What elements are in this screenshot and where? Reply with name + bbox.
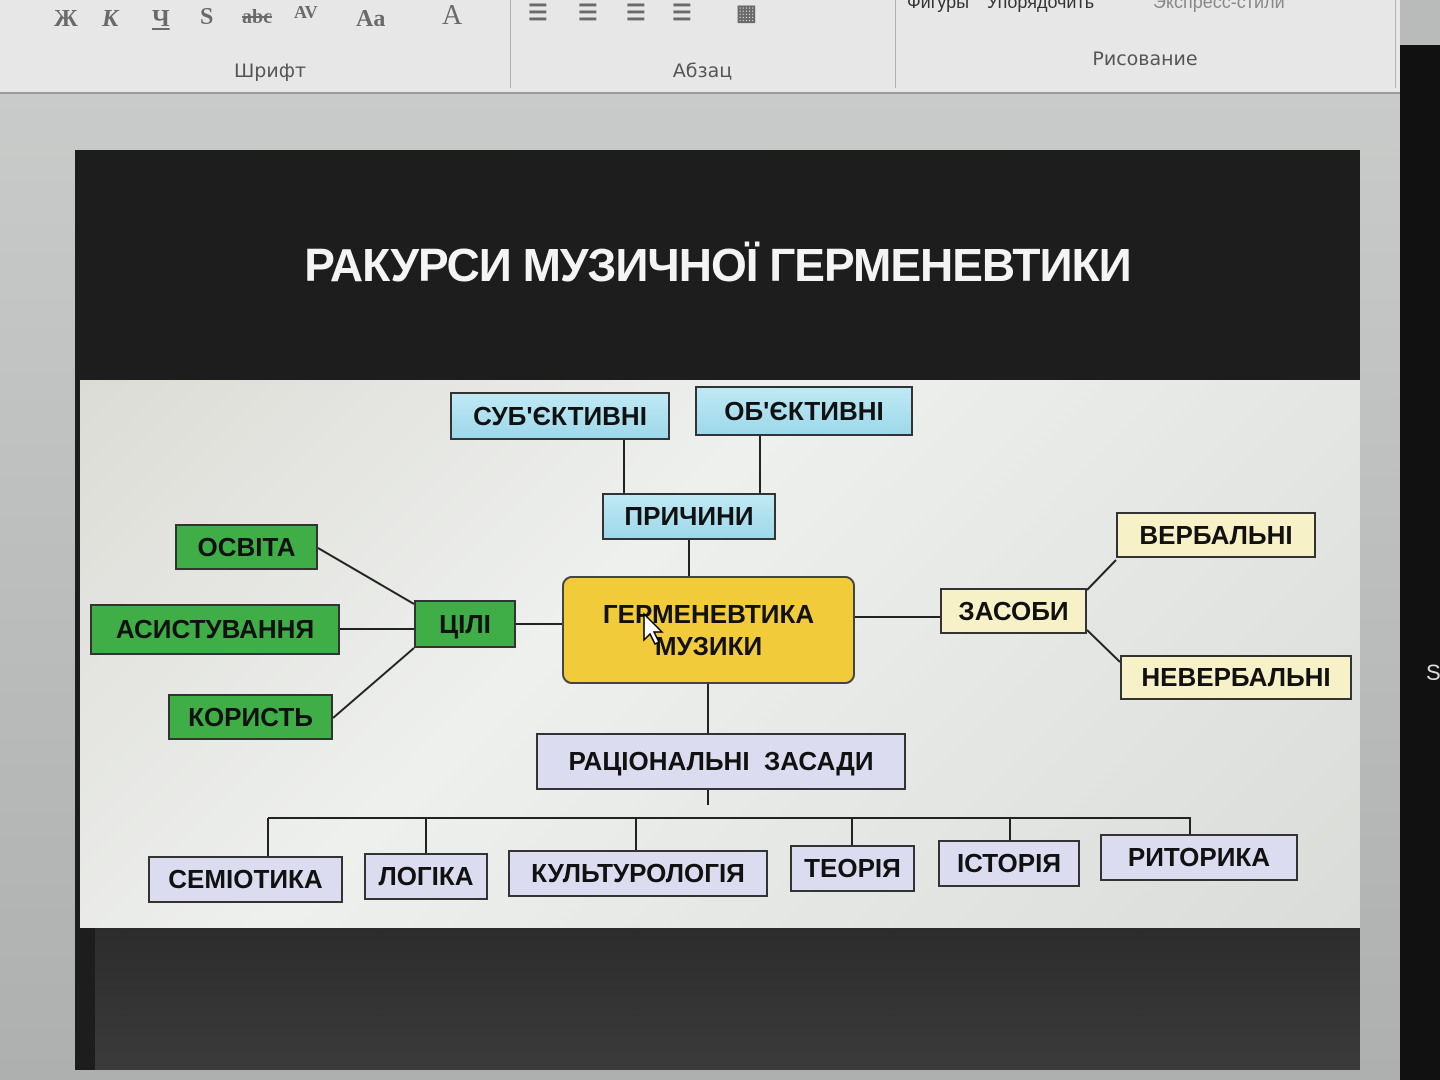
nonverbal-box[interactable]: НЕВЕРБАЛЬНІ — [1120, 655, 1352, 700]
arrange-button[interactable]: Упорядочить — [987, 0, 1095, 12]
font-group: Ж К Ч S abc AV Aa A Шрифт — [30, 0, 511, 88]
side-panel: S — [1400, 45, 1440, 1080]
goals-box[interactable]: ЦІЛІ — [414, 600, 516, 648]
slide-title: РАКУРСИ МУЗИЧНОЇ ГЕРМЕНЕВТИКИ — [304, 239, 1131, 291]
paragraph-group-label: Абзац — [672, 60, 733, 82]
align-center-icon[interactable]: ☰ — [578, 0, 598, 25]
rational-box[interactable]: РАЦІОНАЛЬНІ ЗАСАДИ — [536, 733, 906, 790]
drawing-group: Фигуры Упорядочить Экспресс-стили Рисова… — [895, 0, 1396, 88]
mouse-cursor-icon — [643, 612, 664, 646]
logic-box[interactable]: ЛОГІКА — [364, 853, 488, 900]
theory-box[interactable]: ТЕОРІЯ — [790, 845, 915, 892]
shadow-button[interactable]: S — [200, 4, 214, 30]
means-box[interactable]: ЗАСОБИ — [940, 588, 1087, 634]
culturology-box[interactable]: КУЛЬТУРОЛОГІЯ — [508, 850, 768, 897]
bold-button[interactable]: Ж — [54, 6, 78, 32]
verbal-box[interactable]: ВЕРБАЛЬНІ — [1116, 512, 1316, 558]
change-case-button[interactable]: Aa — [356, 6, 386, 32]
font-color-button[interactable]: A — [442, 0, 463, 31]
align-right-icon[interactable]: ☰ — [626, 0, 646, 25]
subjective-box[interactable]: СУБ'ЄКТИВНІ — [450, 392, 670, 440]
justify-icon[interactable]: ☰ — [672, 0, 692, 25]
slide-footer-band — [95, 928, 1360, 1070]
rational-connectors — [267, 684, 1191, 856]
ribbon: Ж К Ч S abc AV Aa A Шрифт ☰ ☰ ☰ ☰ ▦ Абза… — [0, 0, 1400, 94]
character-spacing-button[interactable]: AV — [294, 2, 318, 22]
align-left-icon[interactable]: ☰ — [528, 0, 548, 25]
semiotics-box[interactable]: СЕМІОТИКА — [148, 856, 343, 903]
means-connectors — [855, 559, 1121, 663]
causes-connectors — [623, 436, 761, 576]
italic-button[interactable]: К — [102, 6, 119, 32]
strikethrough-button[interactable]: abc — [242, 6, 272, 28]
goals-connectors — [317, 547, 562, 719]
causes-box[interactable]: ПРИЧИНИ — [602, 493, 776, 540]
underline-button[interactable]: Ч — [152, 6, 170, 32]
benefit-box[interactable]: КОРИСТЬ — [168, 694, 333, 740]
quick-styles-button[interactable]: Экспресс-стили — [1153, 0, 1285, 12]
history-box[interactable]: ІСТОРІЯ — [938, 840, 1080, 887]
shapes-button[interactable]: Фигуры — [907, 0, 970, 12]
center-box[interactable]: ГЕРМЕНЕВТИКА МУЗИКИ — [562, 576, 855, 684]
font-group-label: Шрифт — [233, 60, 307, 82]
side-panel-letter: S — [1426, 660, 1440, 685]
drawing-group-label: Рисование — [1092, 48, 1198, 70]
columns-icon[interactable]: ▦ — [736, 0, 757, 25]
assistance-box[interactable]: АСИСТУВАННЯ — [90, 604, 340, 655]
education-box[interactable]: ОСВІТА — [175, 524, 318, 570]
objective-box[interactable]: ОБ'ЄКТИВНІ — [695, 386, 913, 436]
paragraph-group: ☰ ☰ ☰ ☰ ▦ Абзац — [510, 0, 896, 88]
rhetoric-box[interactable]: РИТОРИКА — [1100, 834, 1298, 881]
